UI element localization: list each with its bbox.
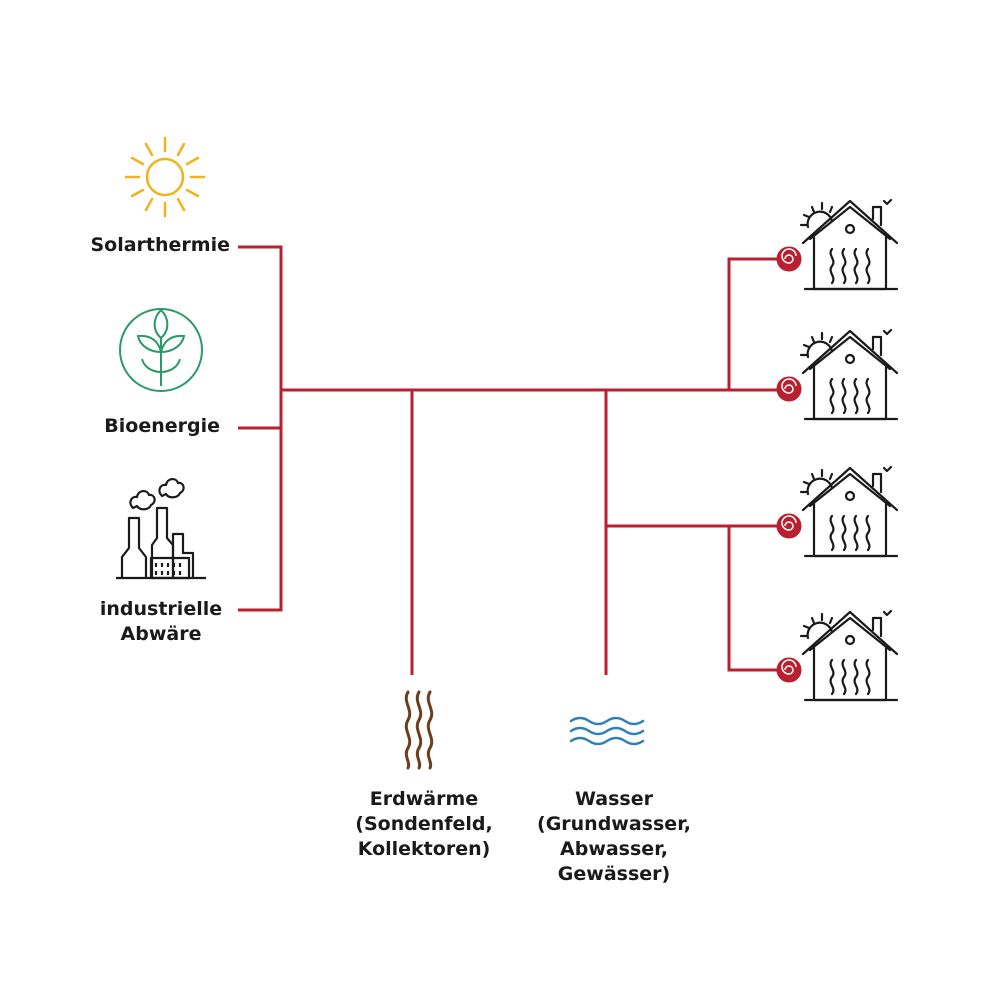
heat-network-lines <box>238 245 790 675</box>
house-with-heating-icon <box>799 609 899 702</box>
industrial-label-line-1: industrielle <box>99 598 223 620</box>
geothermal-label-line-1: Erdwärme <box>369 788 479 810</box>
consumer-houses <box>776 198 899 702</box>
bioenergie-label: Bioenergie <box>104 414 220 439</box>
water-waves-icon <box>569 716 645 746</box>
soil-heat-icon <box>404 690 434 770</box>
solarthermie-label: Solarthermie <box>90 233 230 258</box>
water-label-line-2: (Grundwasser, <box>537 813 691 835</box>
water-label: Wasser (Grundwasser, Abwasser, Gewässer) <box>537 787 691 887</box>
bioenergie-label-text: Bioenergie <box>104 415 220 437</box>
water-label-line-4: Gewässer) <box>557 863 671 885</box>
heat-exchanger-icon <box>776 513 802 539</box>
geothermal-label-line-3: Kollektoren) <box>357 838 491 860</box>
heat-exchanger-icon <box>776 376 802 402</box>
heat-exchanger-icon <box>776 246 802 272</box>
house-with-heating-icon <box>799 198 899 291</box>
house-with-heating-icon <box>799 328 899 421</box>
house-unit <box>776 198 899 291</box>
heat-exchanger-icon <box>776 657 802 683</box>
upper-house-branch <box>727 257 790 390</box>
leaf-circle-icon <box>119 308 203 392</box>
factory-icon <box>116 478 206 580</box>
bottom-house-branch <box>727 526 790 672</box>
house-unit <box>776 465 899 558</box>
solarthermie-label-text: Solarthermie <box>90 234 230 256</box>
industrial-label: industrielle Abwäre <box>100 597 222 647</box>
industrial-label-line-2: Abwäre <box>120 623 202 645</box>
sun-icon <box>124 136 206 218</box>
water-label-line-1: Wasser <box>575 788 653 810</box>
house-with-heating-icon <box>799 465 899 558</box>
geothermal-label: Erdwärme (Sondenfeld, Kollektoren) <box>355 787 492 862</box>
geothermal-label-line-2: (Sondenfeld, <box>355 813 493 835</box>
water-label-line-3: Abwasser, <box>560 838 668 860</box>
house-unit <box>776 609 899 702</box>
house-unit <box>776 328 899 421</box>
